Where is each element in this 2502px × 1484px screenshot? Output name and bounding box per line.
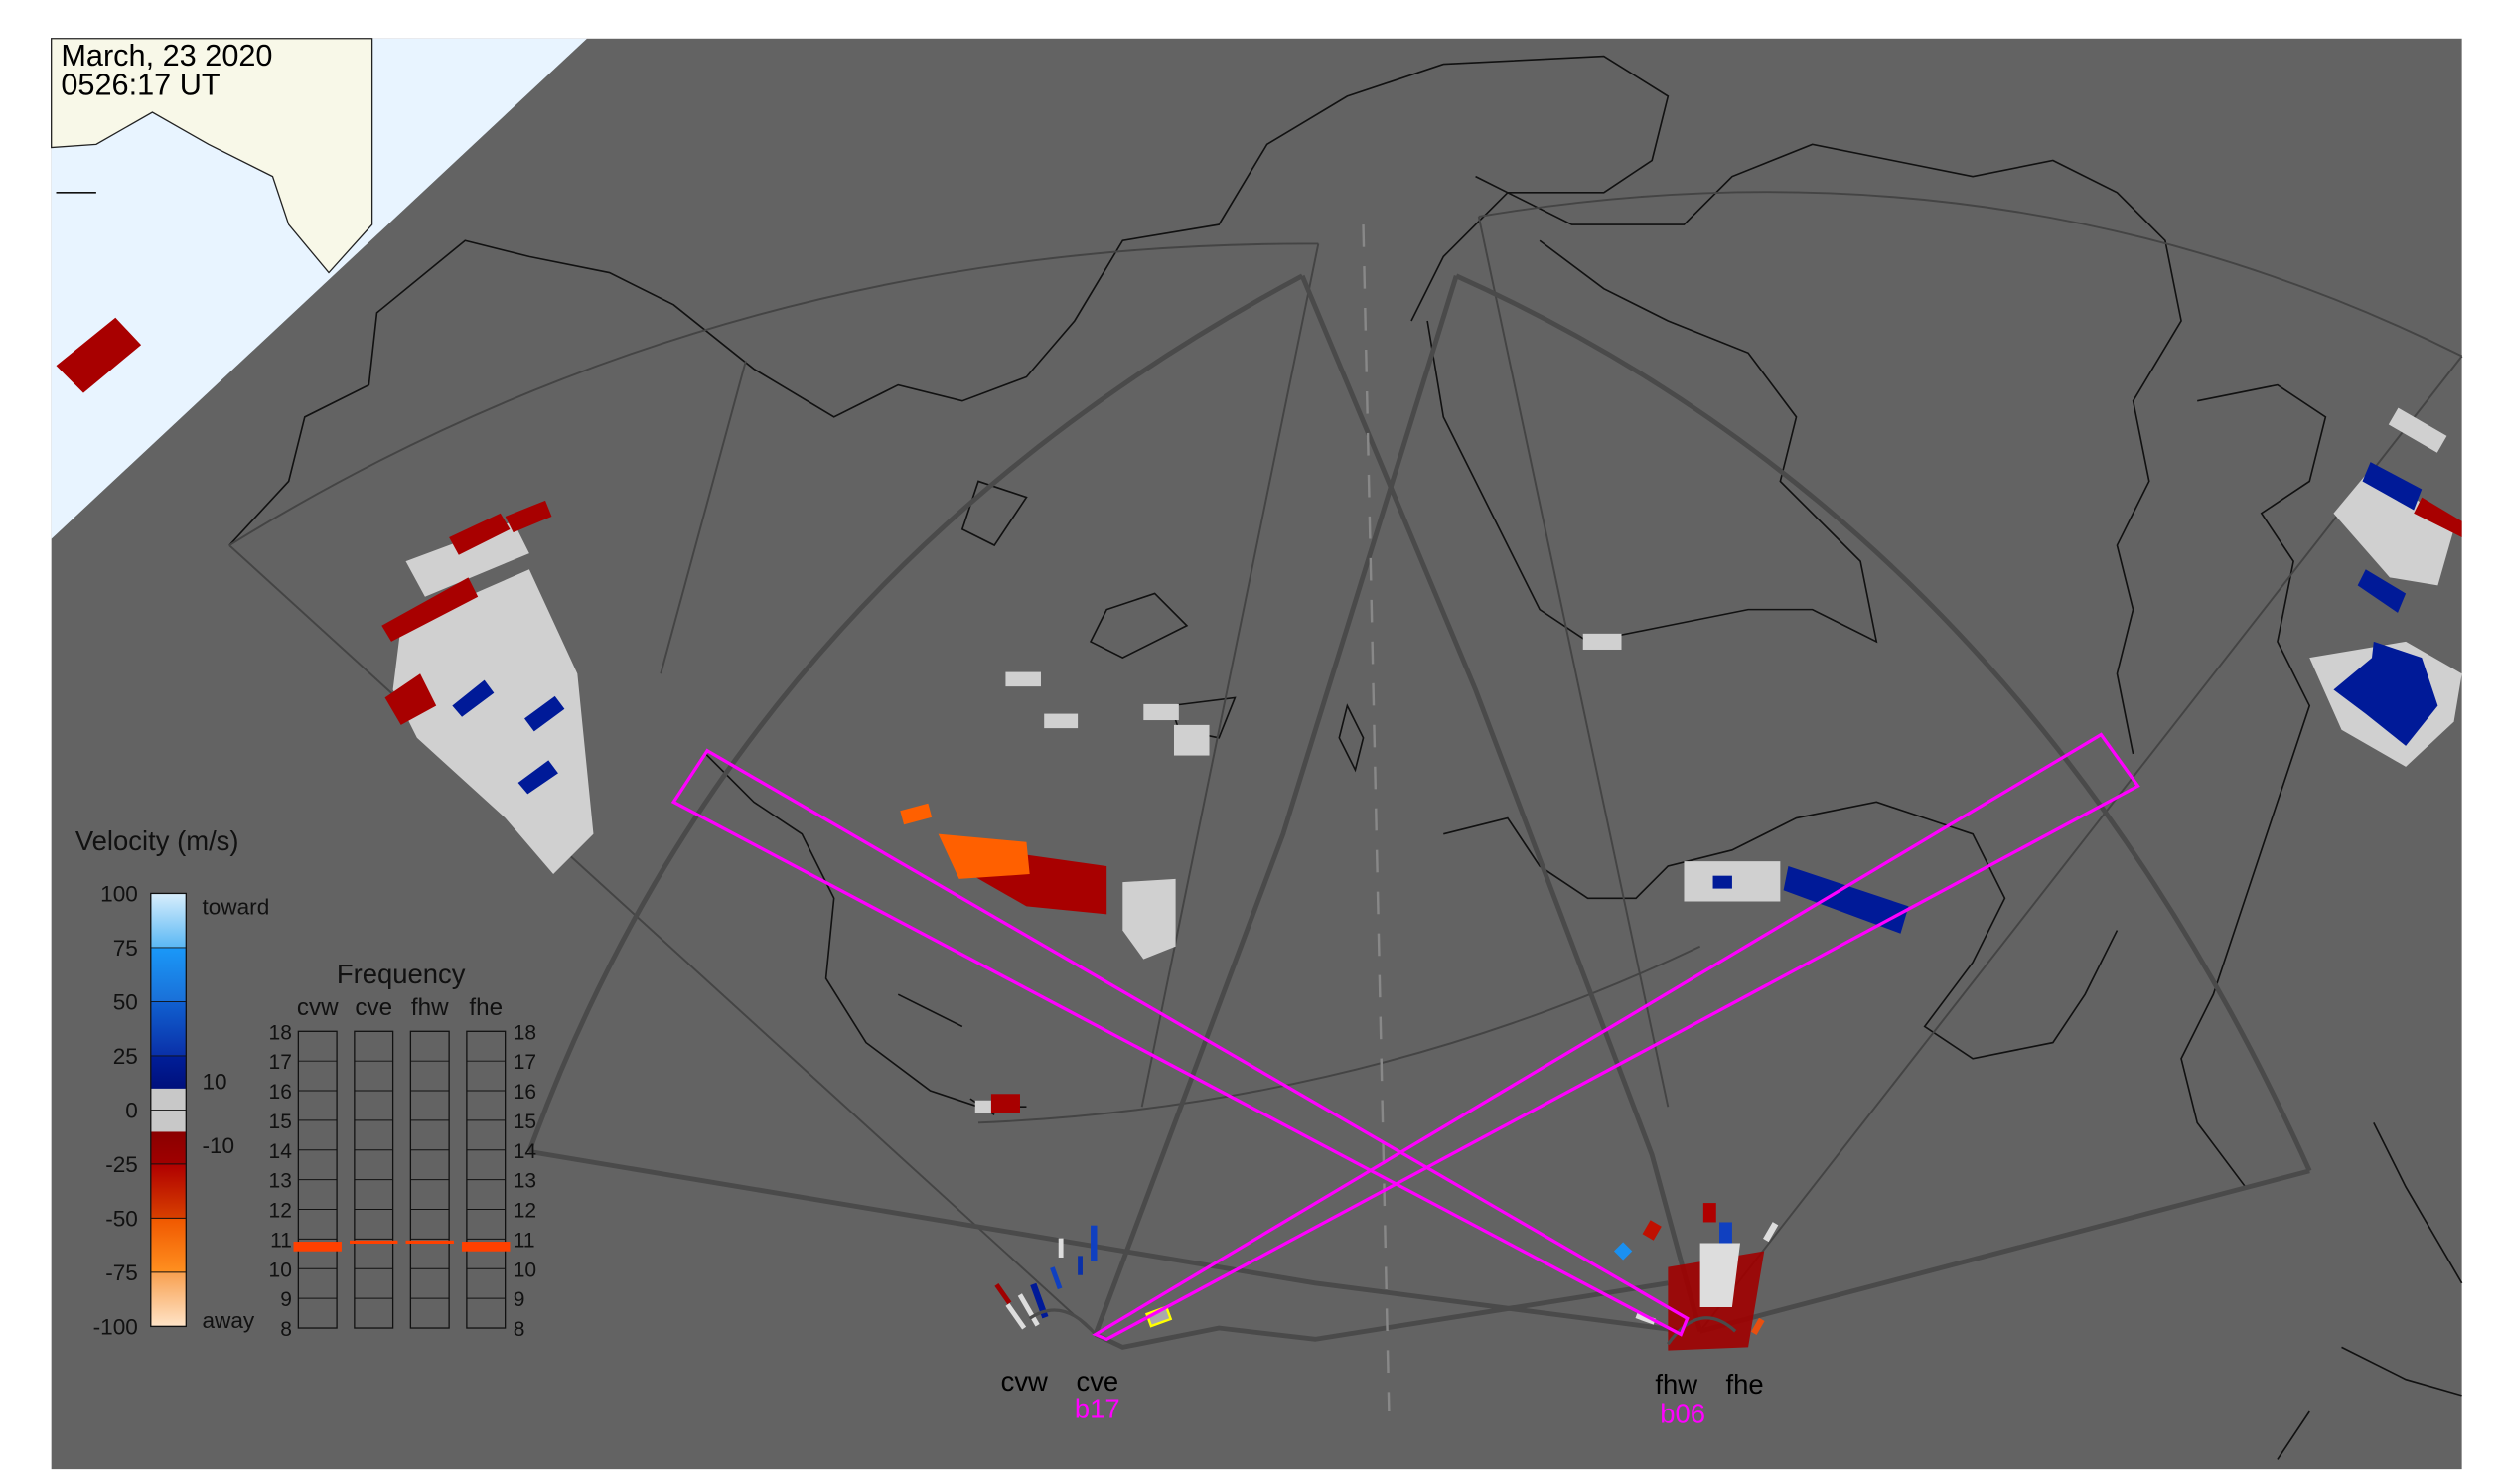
frequency-tick-right: 12 (514, 1200, 536, 1223)
frequency-tick-right: 18 (514, 1021, 536, 1044)
colorbar-inner-tick-10: 10 (202, 1069, 226, 1094)
beam-b17-outline (1092, 732, 2140, 1342)
radar-site-arcs (1028, 1308, 1737, 1346)
frequency-marker-cve (350, 1240, 398, 1245)
frequency-tick-left: 8 (280, 1318, 292, 1341)
frequency-tick-left: 10 (269, 1259, 292, 1281)
frequency-tick-right: 8 (514, 1318, 525, 1341)
velocity-echoes (381, 407, 2462, 1113)
frequency-tick-left: 14 (269, 1140, 293, 1163)
frequency-tick-left: 18 (269, 1021, 292, 1044)
colorbar-tick-label: -75 (105, 1261, 138, 1285)
velocity-colorbar: Velocity (m/s) 100 75 50 25 0 -25 -50 -75 -100 1… (75, 825, 269, 1340)
frequency-tick-right: 16 (514, 1081, 536, 1104)
colorbar-tick-label: 0 (125, 1098, 138, 1122)
echo-cell (56, 317, 142, 393)
frequency-tick-right: 17 (514, 1051, 536, 1074)
fov-outlines-thin (228, 191, 2463, 1336)
daylight-ocean (51, 38, 587, 539)
colorbar-tick-label: -25 (105, 1152, 138, 1177)
selected-beams (670, 732, 2140, 1342)
frequency-title: Frequency (337, 959, 466, 989)
frequency-tick-left: 17 (269, 1051, 292, 1074)
colorbar-tick-label: 100 (100, 882, 138, 907)
frequency-tick-left: 9 (280, 1288, 292, 1311)
frequency-radar-label-fhe: fhe (469, 994, 503, 1021)
frequency-radar-label-cvw: cvw (297, 994, 339, 1021)
frequency-tick-right: 14 (514, 1140, 537, 1163)
frequency-radar-label-fhw: fhw (411, 994, 449, 1021)
frequency-tick-right: 11 (514, 1229, 535, 1252)
colorbar-toward-label: toward (202, 894, 269, 919)
colorbar-inner-tick-neg10: -10 (202, 1133, 234, 1158)
time-label: 0526:17 UT (61, 67, 221, 101)
frequency-tick-left: 11 (270, 1229, 292, 1252)
station-label-cve: cve (1076, 1366, 1118, 1397)
station-label-cvw: cvw (1001, 1366, 1048, 1397)
central-meridian (1362, 224, 1391, 1412)
beam-b06-outline (670, 748, 1690, 1337)
colorbar-tick-label: 50 (113, 990, 138, 1015)
frequency-tick-left: 15 (269, 1111, 292, 1133)
frequency-tick-right: 15 (514, 1111, 536, 1133)
daylight-land (51, 38, 373, 274)
frequency-tick-right: 9 (514, 1288, 525, 1311)
frequency-marker-fhe (462, 1242, 511, 1252)
fov-outlines-thick (526, 273, 2312, 1350)
colorbar-tick-label: -50 (105, 1206, 138, 1231)
beam-label-b17: b17 (1075, 1393, 1120, 1423)
frequency-tick-left: 12 (269, 1200, 292, 1223)
colorbar-away-label: away (202, 1308, 254, 1333)
station-label-fhw: fhw (1655, 1369, 1697, 1400)
frequency-tick-left: 13 (269, 1170, 292, 1193)
date-label: March, 23 2020 (61, 38, 272, 73)
frequency-tick-right: 13 (514, 1170, 536, 1193)
colorbar-title: Velocity (m/s) (75, 825, 239, 856)
near-range-echoes (994, 1203, 1779, 1351)
frequency-marker-cvw (293, 1242, 342, 1252)
frequency-tick-left: 16 (269, 1081, 292, 1104)
map-night-area (51, 38, 2462, 1470)
frequency-radar-label-cve: cve (355, 994, 392, 1021)
colorbar-tick-label: 75 (113, 936, 138, 961)
frequency-marker-fhw (405, 1240, 454, 1245)
colorbar-tick-label: 25 (113, 1044, 138, 1069)
frequency-tick-right: 10 (514, 1259, 536, 1281)
beam-label-b06: b06 (1660, 1398, 1705, 1428)
colorbar-tick-label: -100 (93, 1314, 138, 1339)
station-label-fhe: fhe (1725, 1369, 1763, 1400)
